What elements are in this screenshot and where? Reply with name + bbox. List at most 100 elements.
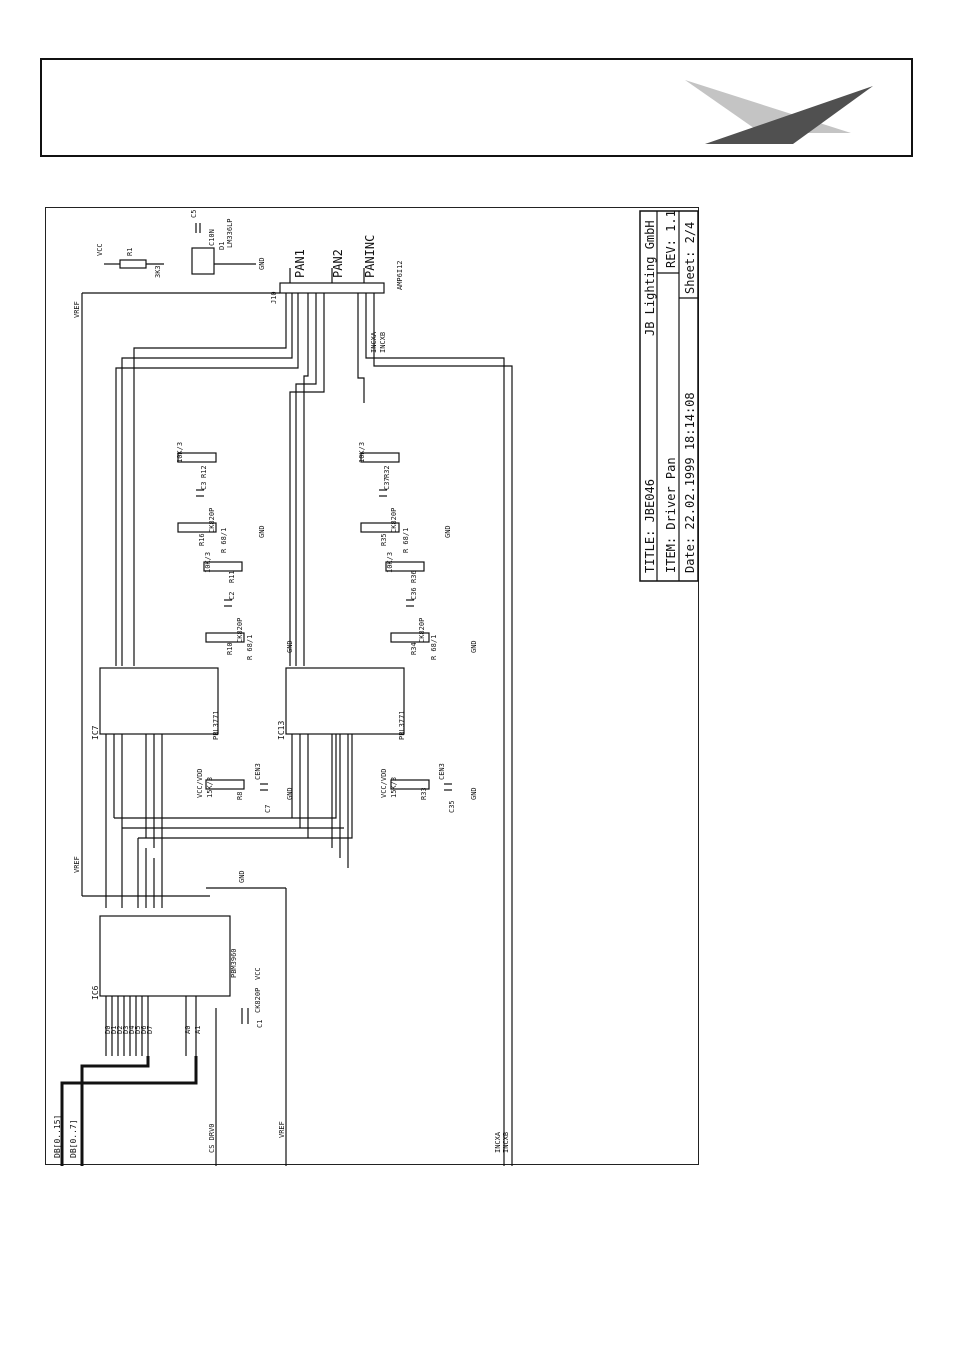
- svg-text:VCC: VCC: [96, 243, 104, 256]
- svg-text:R1: R1: [126, 248, 134, 256]
- svg-text:CK820P: CK820P: [418, 618, 426, 643]
- data-bus: [60, 1056, 198, 1166]
- svg-text:C2: C2: [228, 592, 236, 600]
- svg-text:R 68/1: R 68/1: [402, 528, 410, 553]
- svg-text:VCC/VDD: VCC/VDD: [380, 768, 388, 798]
- svg-text:D7: D7: [146, 1026, 154, 1034]
- svg-text:PBL3771: PBL3771: [212, 710, 220, 740]
- bus-label-1: DB[0..15]: [53, 1115, 62, 1158]
- svg-text:GND: GND: [258, 525, 266, 538]
- svg-text:R35: R35: [380, 533, 388, 546]
- company-text: JB Lighting GmbH: [643, 220, 657, 336]
- controller-ic6: IC6 PBM3960 D0 D1 D2 D3 D4 D5 D6 D7 A0 A…: [91, 915, 264, 1056]
- svg-text:R16: R16: [198, 533, 206, 546]
- rev-text: REV: 1.1: [664, 210, 678, 268]
- ic13-passives: R32 10K/3 C37 CK820P R35 R 68/1 GND R36 …: [358, 442, 478, 813]
- svg-text:R8: R8: [236, 792, 244, 800]
- driver-ic7: IC7 PBL3771: [91, 667, 220, 858]
- svg-text:R32: R32: [383, 465, 391, 478]
- svg-text:GND: GND: [470, 640, 478, 653]
- connector-j10: J10 AMP6I12 PAN1 PAN2 PANINC INCXA INCXB: [270, 235, 404, 353]
- svg-text:R 68/1: R 68/1: [430, 635, 438, 660]
- svg-text:CK820P: CK820P: [390, 508, 398, 533]
- svg-text:VCC: VCC: [254, 967, 262, 980]
- svg-text:D2: D2: [116, 1026, 124, 1034]
- company-logo: [685, 80, 873, 144]
- svg-text:C5: C5: [190, 210, 198, 218]
- svg-text:A1: A1: [194, 1026, 202, 1034]
- svg-text:VREF: VREF: [278, 1121, 286, 1138]
- svg-text:R33: R33: [420, 787, 428, 800]
- svg-text:D3: D3: [122, 1026, 130, 1034]
- svg-text:10K/3: 10K/3: [204, 552, 212, 573]
- bus-label-2: DB[0..7]: [69, 1119, 78, 1158]
- schematic-sheet: TITLE: JBE046 JB Lighting GmbH ITEM: Dri…: [45, 207, 699, 1166]
- svg-text:10K/3: 10K/3: [176, 442, 184, 463]
- svg-text:3K3: 3K3: [154, 265, 162, 278]
- schematic-drawing: TITLE: JBE046 JB Lighting GmbH ITEM: Dri…: [53, 210, 699, 1166]
- svg-text:GND: GND: [286, 787, 294, 800]
- svg-text:R10: R10: [226, 642, 234, 655]
- svg-text:C35: C35: [448, 800, 456, 813]
- driver-ic13: IC13 PBL3771: [277, 667, 406, 868]
- svg-text:D1: D1: [218, 242, 226, 250]
- paninc-label: PANINC: [363, 235, 377, 278]
- svg-text:IC7: IC7: [91, 725, 100, 740]
- svg-text:GND: GND: [238, 870, 246, 883]
- svg-text:J10: J10: [270, 291, 278, 304]
- svg-text:15K/3: 15K/3: [390, 777, 398, 798]
- svg-text:CK820P: CK820P: [236, 618, 244, 643]
- svg-text:LM336LP: LM336LP: [226, 218, 234, 248]
- svg-text:CEN3: CEN3: [254, 763, 262, 780]
- svg-text:INCXA: INCXA: [494, 1131, 502, 1153]
- svg-text:IC6: IC6: [91, 985, 100, 1000]
- svg-text:C1: C1: [256, 1020, 264, 1028]
- svg-text:CK820P: CK820P: [208, 508, 216, 533]
- pan2-label: PAN2: [331, 249, 345, 278]
- svg-text:A0: A0: [184, 1026, 192, 1034]
- regulator-circuit: R1 3K3 VCC D1 LM336LP C5 C10N GND: [96, 210, 266, 278]
- date-text: Date: 22.02.1999 18:14:08: [683, 392, 697, 573]
- svg-text:D5: D5: [134, 1026, 142, 1034]
- svg-text:R 68/1: R 68/1: [220, 528, 228, 553]
- svg-text:R 68/1: R 68/1: [246, 635, 254, 660]
- svg-text:GND: GND: [258, 257, 266, 270]
- svg-text:VCC/VDD: VCC/VDD: [196, 768, 204, 798]
- header-box: [40, 58, 913, 157]
- svg-text:GND: GND: [286, 640, 294, 653]
- svg-text:VREF: VREF: [73, 856, 81, 873]
- svg-text:CEN3: CEN3: [438, 763, 446, 780]
- svg-text:15K/3: 15K/3: [206, 777, 214, 798]
- svg-text:IC13: IC13: [277, 721, 286, 740]
- svg-text:D1: D1: [110, 1026, 118, 1034]
- svg-text:PBL3771: PBL3771: [398, 710, 406, 740]
- svg-text:D0: D0: [104, 1026, 112, 1034]
- svg-text:10K/3: 10K/3: [358, 442, 366, 463]
- ic7-passives: R12 10K/3 C3 CK820P R16 R 68/1 GND R11 1…: [176, 442, 294, 813]
- svg-text:GND: GND: [470, 787, 478, 800]
- svg-text:D6: D6: [140, 1026, 148, 1034]
- svg-text:AMP6I12: AMP6I12: [396, 260, 404, 290]
- title-block: TITLE: JBE046 JB Lighting GmbH ITEM: Dri…: [639, 210, 699, 582]
- svg-text:10K/3: 10K/3: [386, 552, 394, 573]
- svg-text:R11: R11: [228, 570, 236, 583]
- svg-text:C7: C7: [264, 805, 272, 813]
- title-text: TITLE: JBE046: [643, 479, 657, 573]
- svg-text:C3: C3: [200, 482, 208, 490]
- svg-text:CK820P: CK820P: [254, 988, 262, 1013]
- connector-wires: [115, 293, 513, 1166]
- svg-text:D4: D4: [128, 1026, 136, 1034]
- svg-text:VREF: VREF: [73, 301, 81, 318]
- signal-wires: GND VREF: [82, 734, 353, 1166]
- svg-text:PBM3960: PBM3960: [230, 948, 238, 978]
- svg-text:C36: C36: [410, 587, 418, 600]
- svg-text:CS_DRV0: CS_DRV0: [208, 1123, 216, 1153]
- pan1-label: PAN1: [293, 249, 307, 278]
- svg-text:C10N: C10N: [208, 229, 216, 246]
- item-text: ITEM: Driver Pan: [664, 457, 678, 573]
- svg-text:R12: R12: [200, 465, 208, 478]
- sheet-number-text: Sheet: 2/4: [683, 222, 697, 294]
- svg-text:INCXB: INCXB: [379, 332, 387, 353]
- svg-text:GND: GND: [444, 525, 452, 538]
- svg-text:R34: R34: [410, 642, 418, 655]
